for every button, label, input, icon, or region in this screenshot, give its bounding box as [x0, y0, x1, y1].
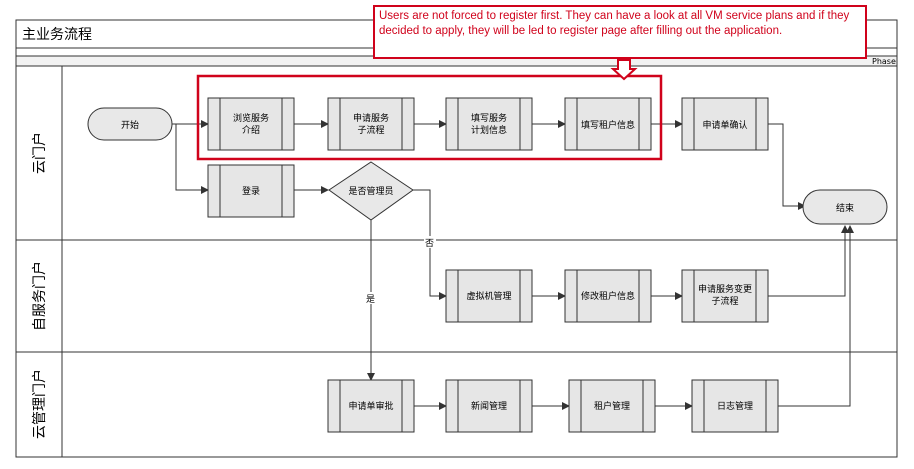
callout-pointer-arrow: [610, 59, 638, 81]
edge-change-end: [768, 225, 849, 297]
process-approve: 申请单审批: [327, 379, 415, 433]
process-log-manage: 日志管理: [691, 379, 779, 433]
change-label-line2: 子流程: [711, 295, 738, 307]
process-login: 登录: [207, 164, 295, 218]
process-confirm: 申请单确认: [681, 97, 769, 151]
phase-label: Phase: [872, 57, 896, 66]
fill-plan-label-line2: 计划信息: [471, 124, 507, 136]
tenant-manage-label: 租户管理: [594, 400, 630, 412]
process-change-subflow: 申请服务变更 子流程: [681, 269, 769, 323]
end-node: 结束: [802, 189, 888, 225]
start-node: 开始: [87, 107, 173, 141]
yes-label-bg: [365, 292, 377, 304]
edge-label-no: 否: [425, 238, 434, 249]
annotation-callout: Users are not forced to register first. …: [373, 5, 867, 59]
process-fill-tenant: 填写租户信息: [564, 97, 652, 151]
is-admin-decision: 是否管理员: [328, 161, 414, 221]
browse-label-line1: 浏览服务: [233, 112, 269, 124]
edge-confirm-end: [768, 123, 806, 210]
lane-label-self-service-portal: 自服务门户: [31, 261, 48, 331]
process-tenant-manage: 租户管理: [568, 379, 656, 433]
process-news: 新闻管理: [445, 379, 533, 433]
fill-tenant-label: 填写租户信息: [581, 119, 635, 131]
browse-label-line2: 介绍: [242, 124, 260, 136]
process-modify-tenant: 修改租户信息: [564, 269, 652, 323]
approve-label: 申请单审批: [348, 400, 393, 412]
edge-start-login: [175, 124, 209, 194]
edge-label-yes: 是: [366, 294, 375, 305]
fill-plan-label-line1: 填写服务: [471, 112, 507, 124]
confirm-label: 申请单确认: [702, 119, 747, 131]
log-manage-label: 日志管理: [717, 400, 753, 412]
news-label: 新闻管理: [471, 400, 507, 412]
end-label: 结束: [836, 202, 854, 214]
highlight-frame: [196, 74, 663, 161]
start-label: 开始: [121, 119, 139, 131]
process-browse-service: 浏览服务 介绍: [207, 97, 295, 151]
apply-label-line1: 申请服务: [353, 112, 389, 124]
vm-manage-label: 虚拟机管理: [466, 290, 511, 302]
is-admin-label: 是否管理员: [348, 185, 393, 197]
process-vm-manage: 虚拟机管理: [445, 269, 533, 323]
change-label-line1: 申请服务变更: [698, 283, 752, 295]
process-fill-plan: 填写服务 计划信息: [445, 97, 533, 151]
process-apply-subflow: 申请服务 子流程: [327, 97, 415, 151]
diagram-title: 主业务流程: [22, 27, 92, 43]
modify-tenant-label: 修改租户信息: [581, 290, 635, 302]
lane-label-cloud-admin-portal: 云管理门户: [31, 369, 48, 439]
lane-label-cloud-portal: 云门户: [31, 132, 48, 174]
no-label-bg: [424, 236, 436, 248]
login-label: 登录: [242, 186, 260, 197]
edge-log-end: [778, 225, 854, 407]
apply-label-line2: 子流程: [357, 124, 384, 136]
